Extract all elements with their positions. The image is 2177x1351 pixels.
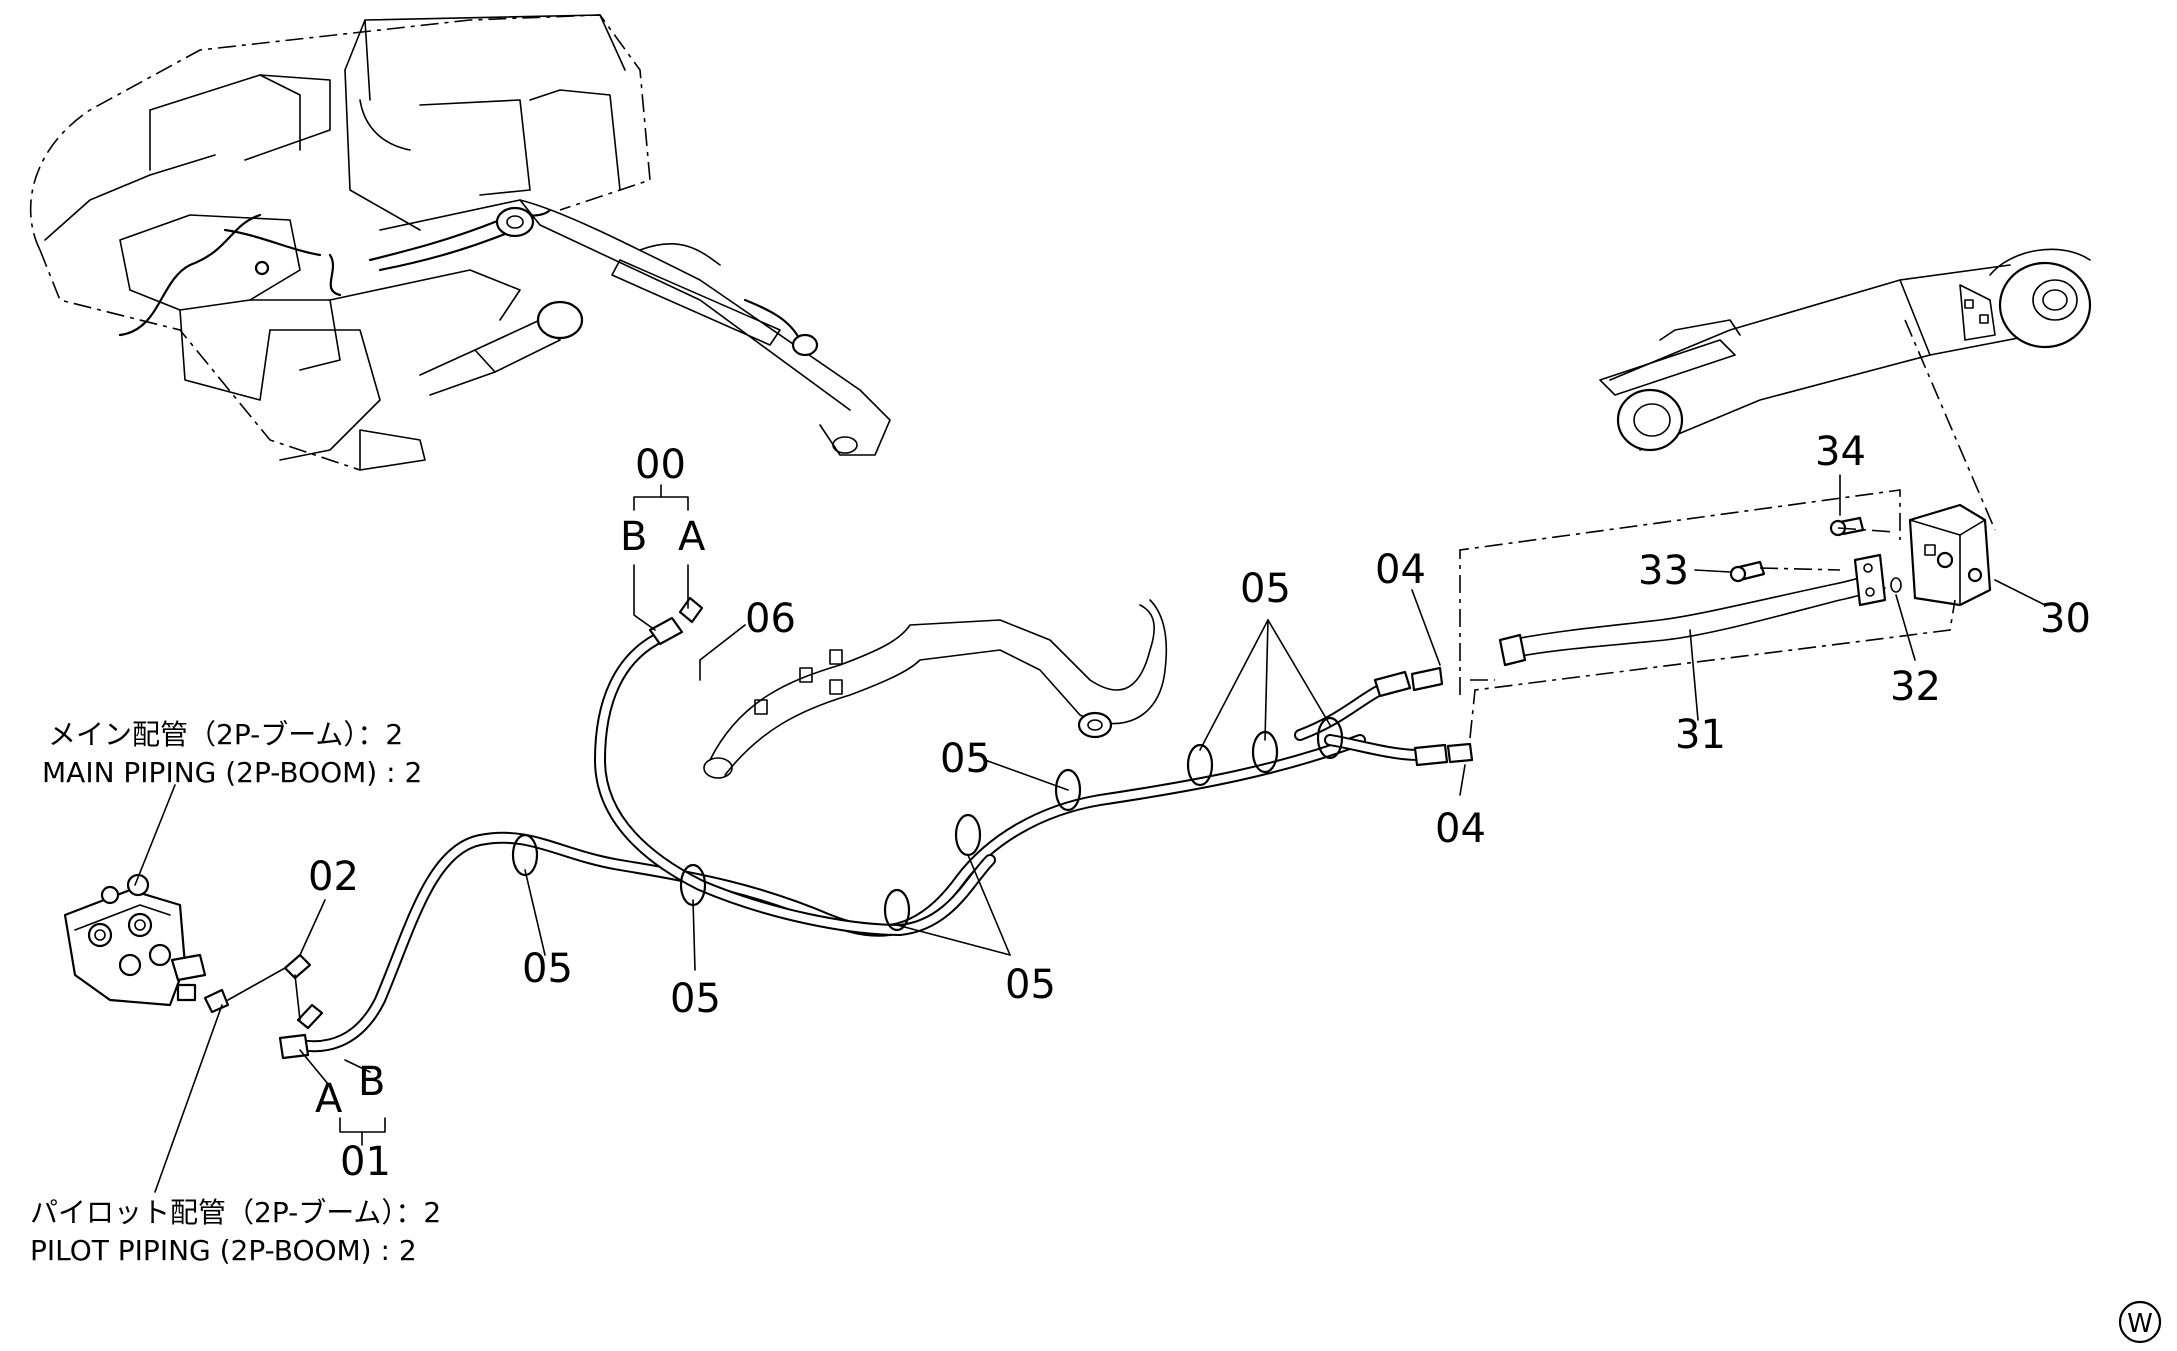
- callout-33: 33: [1638, 548, 1689, 594]
- clamp-05-h: [1316, 716, 1344, 760]
- leader-lines: [134, 474, 2046, 1193]
- piping-notes: メイン配管（2P-ブーム）：2 MAIN PIPING (2P-BOOM) : …: [30, 718, 441, 1267]
- boom-cylinder-illustration: [1599, 248, 2092, 531]
- callout-04-bottom: 04: [1435, 806, 1486, 852]
- pilot-piping-note-jp: パイロット配管（2P-ブーム）：2: [30, 1196, 441, 1229]
- w-badge-circle: [2118, 1300, 2162, 1344]
- pipe-31-and-valve-30: [1498, 503, 1992, 667]
- clamp-05-d: [954, 813, 982, 857]
- hose-clamps: [511, 716, 1344, 932]
- callout-32: 32: [1890, 664, 1941, 710]
- clamp-05-a: [511, 833, 539, 877]
- excavator-overview-illustration: [29, 14, 891, 471]
- clamp-05-f: [1186, 743, 1214, 787]
- callout-06: 06: [745, 596, 796, 642]
- o-ring-32: [1890, 577, 1902, 593]
- callout-01-b: B: [358, 1059, 385, 1105]
- callout-01-a: A: [315, 1076, 343, 1122]
- callout-05-upper: 05: [940, 736, 991, 782]
- clamp-05-c: [883, 888, 911, 932]
- callout-05-mid: 05: [670, 976, 721, 1022]
- callout-00: 00: [635, 442, 686, 488]
- callout-34: 34: [1815, 429, 1866, 475]
- clamp-05-e: [1054, 768, 1082, 812]
- main-piping-note-en: MAIN PIPING (2P-BOOM) : 2: [42, 756, 422, 789]
- pipe-bracket-06: [703, 599, 1168, 779]
- control-valve-illustration: [63, 873, 207, 1007]
- callout-05-lower: 05: [1005, 962, 1056, 1008]
- callout-01: 01: [340, 1139, 391, 1185]
- callout-05-left: 05: [522, 946, 573, 992]
- callout-30: 30: [2040, 596, 2091, 642]
- callout-00-b: B: [620, 514, 647, 560]
- main-piping-hose-run: [278, 596, 1474, 1060]
- pilot-piping-note-en: PILOT PIPING (2P-BOOM) : 2: [30, 1234, 417, 1267]
- main-piping-note-jp: メイン配管（2P-ブーム）：2: [48, 718, 403, 751]
- w-badge-letter: W: [2127, 1309, 2153, 1339]
- callout-02: 02: [308, 854, 359, 900]
- callout-labels: 00 B A 06 02 A B 01 05 05 05 05 05 04 04…: [308, 429, 2091, 1185]
- callout-31: 31: [1675, 712, 1726, 758]
- callout-04-top: 04: [1375, 547, 1426, 593]
- callout-00-a: A: [678, 514, 706, 560]
- callout-05-top: 05: [1240, 566, 1291, 612]
- w-badge: W: [2118, 1300, 2162, 1344]
- alignment-lines: [1459, 489, 1956, 739]
